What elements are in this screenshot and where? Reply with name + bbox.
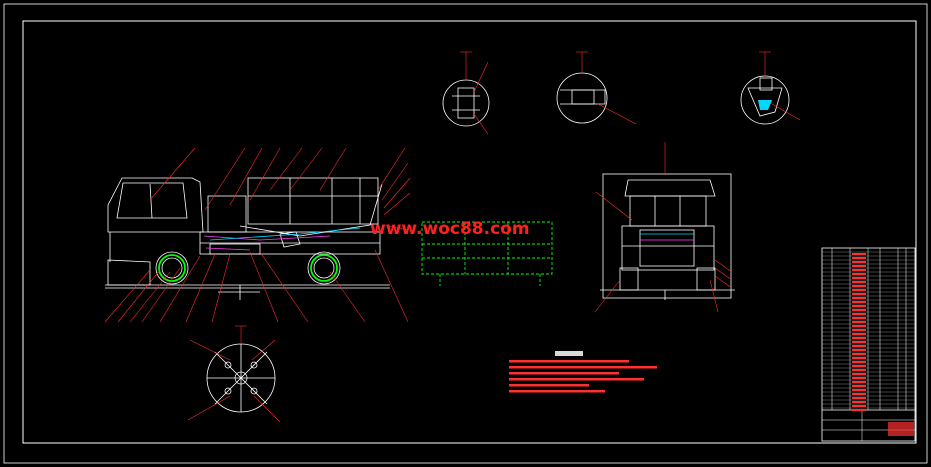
parts-list-row-text (852, 265, 866, 267)
parts-list-table (821, 247, 916, 442)
hydraulic-lines (203, 235, 331, 251)
truck-leader-lines (104, 147, 411, 323)
detail-leaders (460, 51, 801, 135)
rear-view-accents (640, 233, 694, 241)
detail-view-2 (556, 72, 608, 124)
watermark-text: www.woc88.com (370, 219, 530, 239)
detail-view-1 (442, 79, 490, 127)
bottom-detail-view (206, 343, 276, 413)
parts-list-row-text (852, 305, 866, 307)
parts-list-row-text (852, 365, 866, 367)
parts-list-row-text (852, 273, 866, 275)
parts-list-row-text (852, 353, 866, 355)
truck-side-view (105, 177, 390, 300)
rear-view (600, 173, 735, 300)
title-block-stamp (888, 422, 914, 436)
parts-list-row-text (852, 401, 866, 403)
parts-list-row-text (852, 297, 866, 299)
parts-list-row-text (852, 373, 866, 375)
parts-list-row-text (852, 361, 866, 363)
parts-list-row-text (852, 261, 866, 263)
rear-view-leaders (594, 142, 733, 313)
parts-list-row-text (852, 257, 866, 259)
parts-list-row-text (852, 357, 866, 359)
hydraulic-lines-cyan (209, 227, 361, 241)
parts-list-row-text (852, 389, 866, 391)
parts-list-row-text (852, 309, 866, 311)
parts-list-row-text (852, 289, 866, 291)
parts-list-row-text (852, 329, 866, 331)
bottom-detail-leaders (187, 325, 281, 423)
parts-list-row-text (852, 337, 866, 339)
parts-list-row-text (852, 293, 866, 295)
container-outline (421, 221, 553, 286)
parts-list-row-text (852, 253, 866, 255)
parts-list-row-text (852, 281, 866, 283)
parts-list-row-text (852, 377, 866, 379)
drawing-outer-border (3, 3, 928, 464)
parts-list-row-text (852, 409, 866, 411)
parts-list-rows (822, 251, 915, 411)
detail-3-hatch (758, 100, 772, 110)
parts-list-row-text (852, 317, 866, 319)
drawing-inner-border (22, 20, 917, 444)
parts-list-row-text (852, 285, 866, 287)
parts-list-row-text (852, 277, 866, 279)
parts-list-row-text (852, 393, 866, 395)
parts-list-row-text (852, 397, 866, 399)
parts-list-row-text (852, 321, 866, 323)
parts-list-row-text (852, 333, 866, 335)
wheel-highlights (158, 254, 338, 282)
parts-list-row-text (852, 385, 866, 387)
parts-list-row-text (852, 405, 866, 407)
parts-list-row-text (852, 313, 866, 315)
parts-list-row-text (852, 301, 866, 303)
parts-list-row-text (852, 345, 866, 347)
parts-list-row-text (852, 381, 866, 383)
parts-list-row-text (852, 325, 866, 327)
parts-list-row-text (852, 369, 866, 371)
parts-list-row-text (852, 349, 866, 351)
parts-list-row-text (852, 269, 866, 271)
technical-notes (509, 351, 657, 393)
parts-list-row-text (852, 341, 866, 343)
